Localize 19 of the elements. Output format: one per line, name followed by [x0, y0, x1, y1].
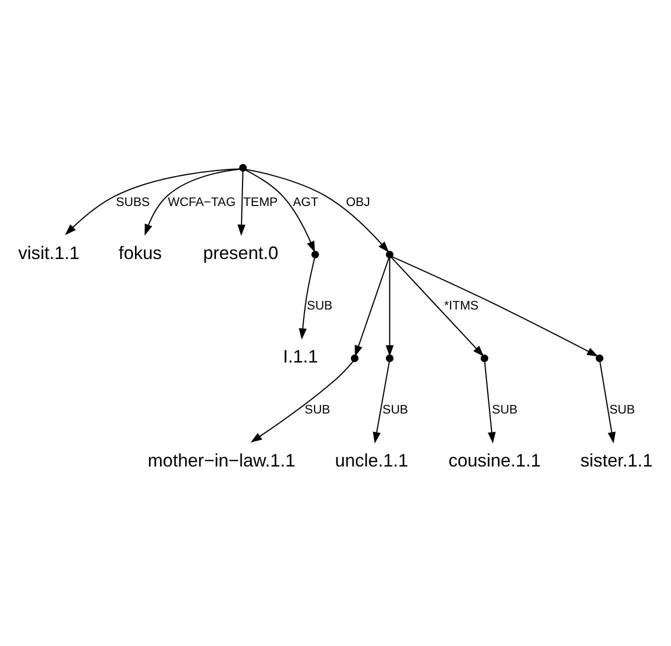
edge-label: SUB — [382, 402, 408, 416]
node-text: cousine.1.1 — [448, 450, 541, 470]
node-text: visit.1.1 — [18, 242, 80, 262]
edge-label: WCFA−TAG — [168, 194, 236, 208]
node-text: I.1.1 — [282, 346, 318, 366]
edge-label: SUBS — [116, 194, 150, 208]
node-text: uncle.1.1 — [334, 450, 408, 470]
edge-label: AGT — [292, 194, 318, 208]
edge-label: SUB — [492, 402, 518, 416]
edge-label: TEMP — [243, 194, 278, 208]
node-text: fokus — [118, 242, 162, 262]
node-text: present.0 — [203, 242, 278, 262]
edge-label: *ITMS — [444, 298, 479, 312]
edge-label: OBJ — [346, 194, 370, 208]
edge-label: SUB — [306, 298, 332, 312]
node-text: mother−in−law.1.1 — [148, 450, 296, 470]
edge-label: SUB — [304, 402, 330, 416]
node-text: sister.1.1 — [580, 450, 653, 470]
edge-label: SUB — [609, 402, 635, 416]
